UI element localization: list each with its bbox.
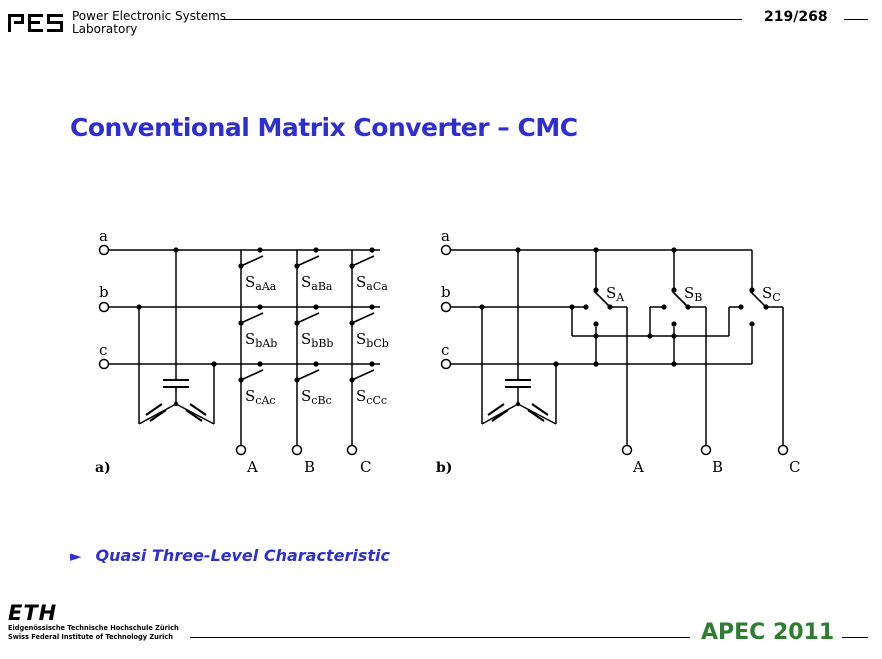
diagram-b-input-b: b (441, 283, 451, 301)
eth-logo: ETH (8, 601, 58, 625)
lab-name: Power Electronic Systems Laboratory (72, 10, 226, 36)
diagram-a-input-c: c (99, 341, 107, 359)
diagram-b-output-b: B (712, 458, 723, 476)
diagram-a-output-b: B (304, 458, 315, 476)
switch-label-cBc: ScBc (301, 387, 332, 407)
diagram-a-output-c: C (360, 458, 371, 476)
header-rule-left (222, 19, 742, 20)
diagram-b-input-a: a (441, 227, 450, 245)
footer-rule-left (190, 637, 690, 638)
switch-label-bCb: SbCb (356, 330, 389, 350)
eth-line1: Eidgenössische Technische Hochschule Zür… (8, 624, 179, 632)
switch-label-aAa: SaAa (245, 273, 277, 293)
diagram-a (98, 244, 380, 456)
switch-label-SC: SC (762, 284, 781, 304)
diagram-a-junctions (136, 247, 375, 407)
diagram-a-switch-labels: SaAa SaBa SaCa SbAb SbBb SbCb ScAc ScBc … (245, 273, 389, 407)
switch-label-aCa: SaCa (356, 273, 388, 293)
diagram-b (440, 244, 789, 456)
switch-label-SB: SB (684, 284, 702, 304)
switch-label-SA: SA (606, 284, 625, 304)
switch-label-bAb: SbAb (245, 330, 277, 350)
diagram-a-input-a: a (99, 227, 108, 245)
diagram-a-output-a: A (246, 458, 258, 476)
header-rule-right (844, 19, 868, 20)
switch-label-cCc: ScCc (356, 387, 387, 407)
eth-line2: Swiss Federal Institute of Technology Zu… (8, 633, 173, 641)
diagram-b-output-c: C (789, 458, 800, 476)
switch-label-aBa: SaBa (301, 273, 333, 293)
diagram-a-input-b: b (99, 283, 109, 301)
page-number: 219/268 (764, 9, 828, 25)
lab-name-line1: Power Electronic Systems (72, 9, 227, 23)
slide-title: Conventional Matrix Converter – CMC (70, 113, 578, 142)
bullet-point: ► Quasi Three-Level Characteristic (70, 546, 390, 565)
eth-block: ETH Eidgenössische Technische Hochschule… (8, 602, 179, 642)
diagram-b-output-a: A (632, 458, 644, 476)
bullet-arrow-icon: ► (70, 547, 82, 565)
diagram-b-junctions (479, 247, 769, 407)
pes-logo-icon (8, 14, 63, 32)
switch-label-bBb: SbBb (301, 330, 333, 350)
diagram-b-switch-blades (593, 290, 767, 308)
lab-name-line2: Laboratory (72, 22, 138, 36)
apec-logo: APEC 2011 (701, 620, 835, 645)
diagram-b-input-c: c (441, 341, 449, 359)
switch-label-cAc: ScAc (245, 387, 276, 407)
diagram-a-panel-label: a) (95, 460, 111, 476)
bullet-text: Quasi Three-Level Characteristic (95, 546, 390, 565)
diagram-b-panel-label: b) (436, 460, 452, 476)
footer-rule-right (842, 637, 868, 638)
